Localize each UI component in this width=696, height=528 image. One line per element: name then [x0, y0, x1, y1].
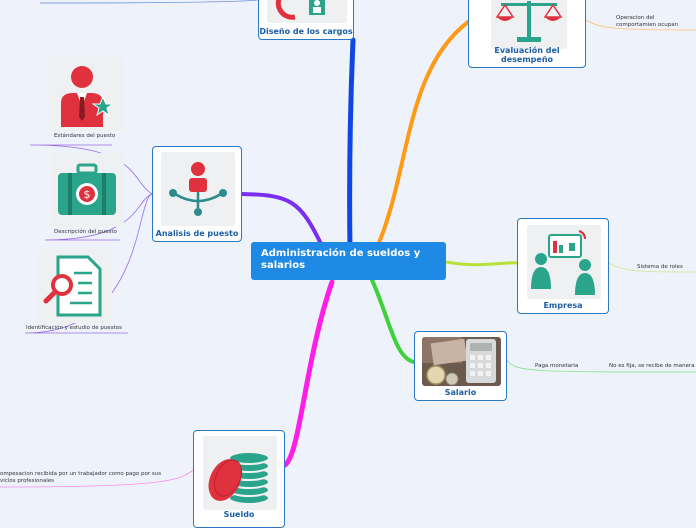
identificacion-image — [38, 249, 112, 323]
subtopic-estandares-del-puesto[interactable]: Estándares del puesto — [54, 133, 115, 140]
money-calculator-icon — [422, 337, 501, 386]
salario-note-paga-monetaria[interactable]: Paga monetaria — [535, 363, 578, 370]
balance-scale-icon — [491, 0, 567, 49]
empresa-note[interactable]: Sistema de roles — [637, 264, 683, 271]
topic-label: Empresa — [518, 301, 608, 310]
topic-evaluacion-del-desempeno[interactable]: Evaluación del desempeño — [468, 0, 586, 68]
sueldo-image — [203, 436, 277, 510]
evaluacion-note[interactable]: Operacion del comportamien ocupan — [616, 15, 696, 29]
branch-empresa — [446, 262, 517, 265]
money-briefcase-icon: $ — [50, 153, 124, 227]
topic-label: Sueldo — [194, 510, 284, 519]
analisis-image — [161, 152, 235, 226]
descripcion-image: $ — [50, 153, 124, 227]
topic-diseno-de-los-cargos[interactable]: Diseño de los cargos — [258, 0, 354, 40]
salario-note-no-es-fija[interactable]: No es fija, se recibe de manera — [609, 363, 695, 370]
document-search-icon — [38, 249, 112, 323]
subtopic-identificacion-y-estudio[interactable]: Identificación y estudio de puestos — [26, 325, 122, 332]
org-chart-icon — [267, 0, 347, 23]
diseno-image — [267, 0, 347, 23]
topic-label: Evaluación del desempeño — [469, 46, 585, 64]
sueldo-note[interactable]: ompesacion recibida por un trabajador co… — [0, 471, 170, 485]
branch-salario — [372, 280, 414, 362]
svg-text:$: $ — [84, 188, 91, 201]
topic-empresa[interactable]: Empresa — [517, 218, 609, 314]
coins-stack-icon — [203, 436, 277, 510]
subtopic-descripcion-del-puesto[interactable]: Descripción del puesto — [54, 229, 117, 236]
central-topic-title: Administración de sueldos y salarios — [261, 248, 420, 271]
topic-sueldo[interactable]: Sueldo — [193, 430, 285, 528]
connector-top-left — [40, 0, 258, 3]
branch-analisis — [242, 194, 322, 246]
branch-diseno — [350, 40, 353, 250]
topic-salario[interactable]: Salario — [414, 331, 507, 401]
branch-sueldo — [285, 282, 332, 465]
meeting-icon — [527, 225, 601, 299]
central-topic[interactable]: Administración de sueldos y salarios — [251, 242, 446, 280]
person-network-icon — [161, 152, 235, 226]
topic-label: Salario — [415, 388, 506, 397]
employee-star-icon — [49, 57, 123, 131]
topic-analisis-de-puesto[interactable]: Analisis de puesto — [152, 146, 242, 242]
topic-label: Analisis de puesto — [153, 229, 241, 238]
evaluacion-image — [491, 0, 567, 49]
empresa-image — [527, 225, 601, 299]
estandares-image — [49, 57, 123, 131]
topic-label: Diseño de los cargos — [259, 27, 353, 36]
salario-image — [422, 337, 501, 386]
branch-evaluacion — [378, 22, 468, 245]
